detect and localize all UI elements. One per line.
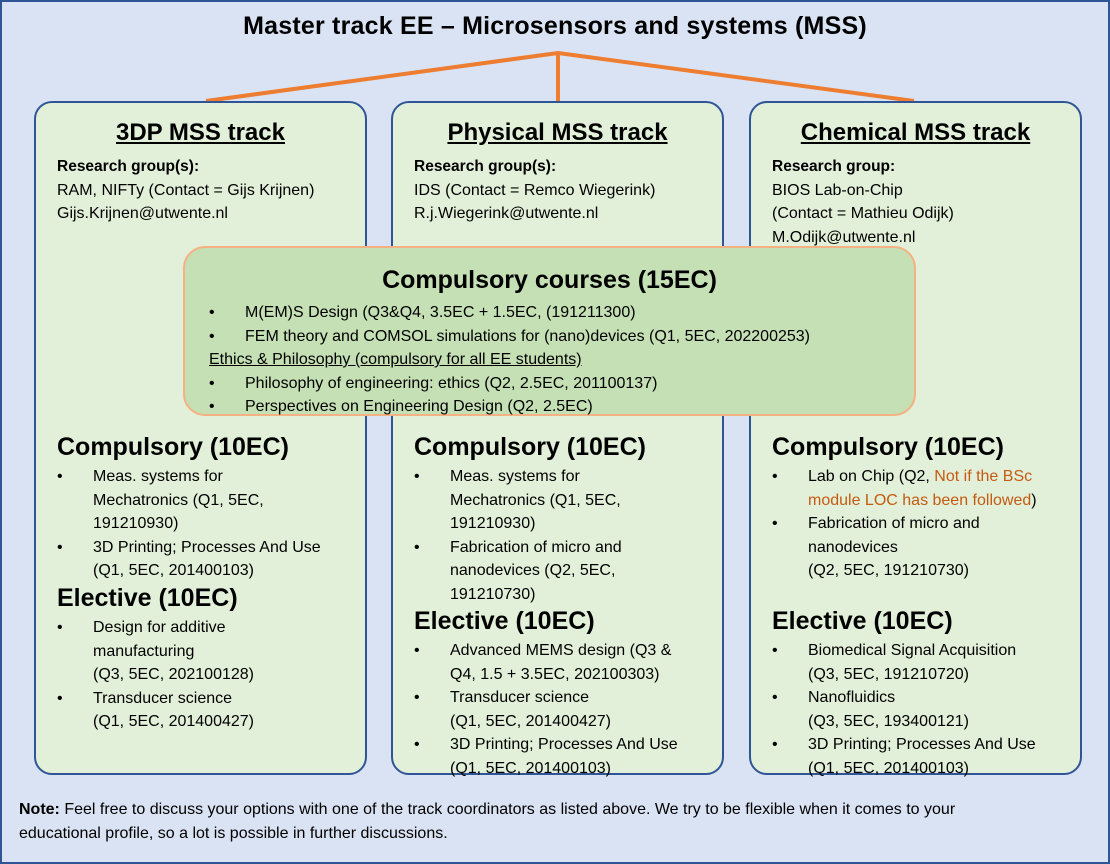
research-groups: Research group: BIOS Lab-on-Chip (Contac… <box>772 155 954 249</box>
research-groups: Research group(s): IDS (Contact = Remco … <box>414 155 655 226</box>
research-line: IDS (Contact = Remco Wiegerink) <box>414 181 656 199</box>
list-item: M(EM)S Design (Q3&Q4, 3.5EC + 1.5EC, (19… <box>209 301 810 325</box>
research-line: BIOS Lab-on-Chip <box>772 181 903 199</box>
list-item: Nanofluidics (Q3, 5EC, 193400121) <box>772 686 1036 733</box>
course-text: Lab on Chip (Q2, <box>808 468 935 485</box>
course-line: Design for additive <box>93 619 226 636</box>
list-item: 3D Printing; Processes And Use (Q1, 5EC,… <box>772 733 1036 780</box>
compulsory-courses-title: Compulsory courses (15EC) <box>382 266 717 294</box>
course-line: 3D Printing; Processes And Use <box>808 736 1036 753</box>
elective-heading: Elective (10EC) <box>772 607 953 635</box>
note-text: Feel free to discuss your options with o… <box>59 801 956 818</box>
course-line: module LOC has been followed) <box>808 489 1037 513</box>
elective-list: Biomedical Signal Acquisition (Q3, 5EC, … <box>772 639 1036 780</box>
research-line: (Contact = Mathieu Odijk) <box>772 205 954 222</box>
course-line: Nanofluidics <box>808 689 896 706</box>
research-groups: Research group(s): RAM, NIFTy (Contact =… <box>57 155 314 226</box>
course-line: (Q3, 5EC, 191210720) <box>808 665 969 683</box>
loc-warning: Not if the BSc <box>934 468 1033 485</box>
research-line: RAM, NIFTy (Contact = Gijs Krijnen) <box>57 181 315 199</box>
elective-heading: Elective (10EC) <box>414 607 595 635</box>
list-item: FEM theory and COMSOL simulations for (n… <box>209 325 810 349</box>
course-line: Transducer science <box>450 689 590 706</box>
research-heading: Research group(s): <box>57 158 200 175</box>
loc-warning: module LOC has been followed <box>808 491 1032 509</box>
list-item: Philosophy of engineering: ethics (Q2, 2… <box>209 372 810 396</box>
research-heading: Research group: <box>772 158 896 175</box>
course-line: (Q1, 5EC, 201400103) <box>808 759 969 777</box>
course-line: Mechatronics (Q1, 5EC, <box>93 491 264 509</box>
track-connector <box>205 51 915 103</box>
compulsory-list: Meas. systems for Mechatronics (Q1, 5EC,… <box>57 465 321 583</box>
course-line: (Q1, 5EC, 201400103) <box>93 562 254 579</box>
research-email: Gijs.Krijnen@utwente.nl <box>57 205 228 222</box>
track-title: 3DP MSS track <box>116 119 285 146</box>
ethics-heading: Ethics & Philosophy (compulsory for all … <box>209 351 582 368</box>
track-chemical: Chemical MSS track Research group: BIOS … <box>749 101 1082 777</box>
research-heading: Research group(s): <box>414 158 557 175</box>
course-line: (Q1, 5EC, 201400427) <box>93 713 254 730</box>
course-line: 191210930) <box>450 515 536 532</box>
compulsory-list: Lab on Chip (Q2, Not if the BSc module L… <box>772 465 1037 583</box>
list-item: Advanced MEMS design (Q3 & Q4, 1.5 + 3.5… <box>414 639 678 686</box>
elective-list: Advanced MEMS design (Q3 & Q4, 1.5 + 3.5… <box>414 639 678 780</box>
compulsory-heading: Compulsory (10EC) <box>772 433 1004 461</box>
list-item: Lab on Chip (Q2, Not if the BSc module L… <box>772 465 1037 512</box>
course-line: Advanced MEMS design (Q3 & <box>450 642 672 659</box>
page-title: Master track EE – Microsensors and syste… <box>243 12 867 40</box>
research-email: M.Odijk@utwente.nl <box>772 228 916 246</box>
track-title: Physical MSS track <box>447 119 668 146</box>
list-item: Design for additive manufacturing (Q3, 5… <box>57 616 254 687</box>
course-line: Meas. systems for <box>450 468 580 485</box>
course-line: 191210730) <box>450 585 536 603</box>
course-line: Q4, 1.5 + 3.5EC, 202100303) <box>450 665 660 683</box>
list-item: Fabrication of micro and nanodevices (Q2… <box>414 536 622 607</box>
elective-list: Design for additive manufacturing (Q3, 5… <box>57 616 254 734</box>
course-line: Meas. systems for <box>93 468 223 485</box>
course-line: (Q3, 5EC, 202100128) <box>93 666 254 683</box>
course-line: 3D Printing; Processes And Use <box>93 538 321 556</box>
compulsory-heading: Compulsory (10EC) <box>57 433 289 461</box>
connector-lines <box>205 51 915 103</box>
note-line: educational profile, so a lot is possibl… <box>19 824 448 842</box>
elective-heading: Elective (10EC) <box>57 584 238 612</box>
list-item: Meas. systems for Mechatronics (Q1, 5EC,… <box>414 465 622 536</box>
course-line: nanodevices (Q2, 5EC, <box>450 562 616 579</box>
compulsory-list: Meas. systems for Mechatronics (Q1, 5EC,… <box>414 465 622 606</box>
compulsory-heading: Compulsory (10EC) <box>414 433 646 461</box>
course-line: 191210930) <box>93 515 179 532</box>
course-line: manufacturing <box>93 642 195 660</box>
list-item: Transducer science (Q1, 5EC, 201400427) <box>57 687 254 734</box>
course-line: nanodevices <box>808 538 898 556</box>
course-line: (Q3, 5EC, 193400121) <box>808 712 969 730</box>
note-line: Note: Feel free to discuss your options … <box>19 798 1099 822</box>
list-item: Transducer science (Q1, 5EC, 201400427) <box>414 686 678 733</box>
compulsory-courses-box: Compulsory courses (15EC) M(EM)S Design … <box>183 246 916 419</box>
note-label: Note: <box>19 801 60 818</box>
course-line: Fabrication of micro and <box>808 515 980 532</box>
list-item: 3D Printing; Processes And Use (Q1, 5EC,… <box>57 536 321 583</box>
course-line: Biomedical Signal Acquisition <box>808 642 1017 659</box>
research-email: R.j.Wiegerink@utwente.nl <box>414 205 599 222</box>
note: Note: Feel free to discuss your options … <box>19 798 1099 845</box>
track-3dp: 3DP MSS track Research group(s): RAM, NI… <box>34 101 367 775</box>
course-line: Fabrication of micro and <box>450 538 622 556</box>
compulsory-courses-list: M(EM)S Design (Q3&Q4, 3.5EC + 1.5EC, (19… <box>209 301 810 419</box>
track-title: Chemical MSS track <box>800 119 1031 146</box>
list-item: Fabrication of micro and nanodevices (Q2… <box>772 512 1037 583</box>
track-physical: Physical MSS track Research group(s): ID… <box>391 101 724 777</box>
course-line: (Q1, 5EC, 201400103) <box>450 759 611 777</box>
course-line: 3D Printing; Processes And Use <box>450 736 678 753</box>
course-line: Mechatronics (Q1, 5EC, <box>450 491 621 509</box>
list-item: Biomedical Signal Acquisition (Q3, 5EC, … <box>772 639 1036 686</box>
list-item: Meas. systems for Mechatronics (Q1, 5EC,… <box>57 465 321 536</box>
course-line: (Q1, 5EC, 201400427) <box>450 712 611 730</box>
course-line: Transducer science <box>93 689 233 707</box>
course-line: (Q2, 5EC, 191210730) <box>808 562 969 579</box>
course-text: ) <box>1031 491 1037 509</box>
course-line: Lab on Chip (Q2, Not if the BSc <box>808 465 1037 489</box>
list-item: Perspectives on Engineering Design (Q2, … <box>209 395 810 419</box>
list-item: 3D Printing; Processes And Use (Q1, 5EC,… <box>414 733 678 780</box>
